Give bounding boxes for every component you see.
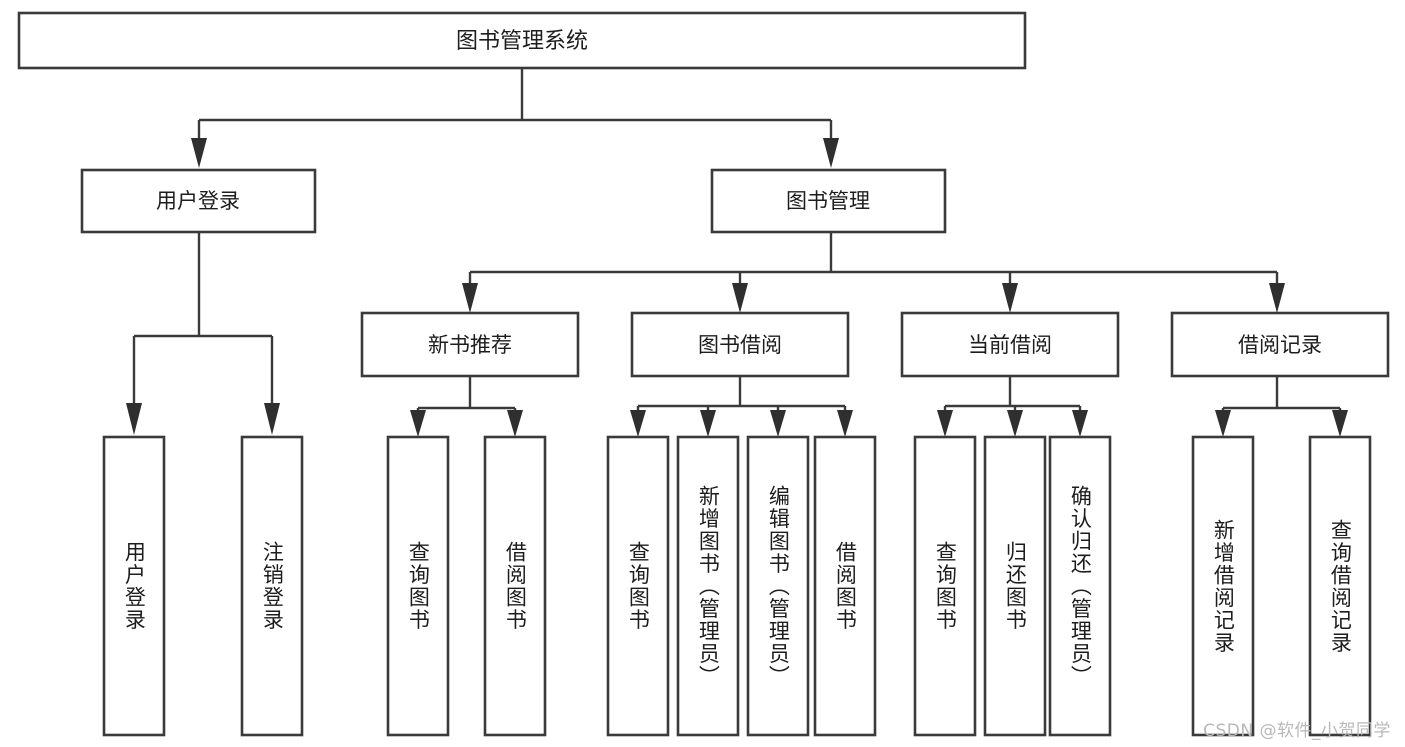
node-box-current-borrow[interactable] — [900, 311, 1120, 378]
leaf-box-book-borrow-1[interactable] — [606, 435, 670, 737]
node-box-new-book-recommend[interactable] — [360, 311, 580, 378]
arrow-head-book-borrow — [732, 283, 748, 313]
node-label-current-borrow: 当前借阅 — [968, 333, 1052, 357]
leaf-box-book-borrow-2[interactable] — [676, 435, 740, 737]
node-box-root[interactable] — [17, 11, 1027, 70]
arrow-head-ul-leaf2 — [264, 403, 280, 435]
leaf-box-user-login-1[interactable] — [102, 435, 166, 737]
arrow-head-bb-l1 — [630, 410, 646, 437]
leaf-box-current-borrow-2[interactable] — [983, 435, 1047, 737]
arrow-head-bb-l2 — [700, 410, 716, 437]
node-label-book-management: 图书管理 — [786, 189, 870, 213]
arrow-head-bb-l4 — [837, 410, 853, 437]
arrow-head-br-l2 — [1332, 410, 1348, 437]
arrow-head-nb-l1 — [410, 410, 426, 437]
arrow-head-br-l1 — [1215, 410, 1231, 437]
node-box-user-login[interactable] — [80, 168, 317, 234]
connector-group — [126, 68, 1348, 437]
node-label-new-book-recommend: 新书推荐 — [428, 333, 512, 357]
leaf-box-book-borrow-3[interactable] — [746, 435, 810, 737]
arrow-head-ul-leaf1 — [126, 403, 142, 435]
node-label-root: 图书管理系统 — [456, 29, 588, 54]
node-box-borrow-record[interactable] — [1170, 311, 1390, 378]
arrow-head-user-login — [191, 138, 207, 168]
csdn-watermark: CSDN @软件_小贺同学 — [1203, 721, 1391, 741]
leaf-box-current-borrow-1[interactable] — [913, 435, 977, 737]
node-label-borrow-record: 借阅记录 — [1238, 333, 1322, 357]
arrow-head-cb-l3 — [1072, 410, 1088, 437]
leaf-box-borrow-record-1[interactable] — [1191, 435, 1255, 737]
node-box-book-management[interactable] — [710, 168, 947, 234]
arrow-head-borrow-record — [1269, 283, 1285, 313]
node-label-user-login: 用户登录 — [156, 189, 240, 213]
leaf-box-book-borrow-4[interactable] — [813, 435, 877, 737]
arrow-head-cb-l1 — [937, 410, 953, 437]
leaf-box-user-login-2[interactable] — [240, 435, 304, 737]
leaf-box-new-book-1[interactable] — [386, 435, 450, 737]
leaf-box-current-borrow-3[interactable] — [1048, 435, 1112, 737]
arrow-head-new-book — [462, 283, 478, 313]
arrow-head-current-borrow — [1002, 283, 1018, 313]
node-label-book-borrow: 图书借阅 — [698, 333, 782, 357]
leaf-box-borrow-record-2[interactable] — [1308, 435, 1372, 737]
node-box-book-borrow[interactable] — [630, 311, 850, 378]
arrow-head-book-mgmt — [823, 138, 839, 168]
arrow-head-nb-l2 — [507, 410, 523, 437]
arrow-head-bb-l3 — [770, 410, 786, 437]
leaf-box-new-book-2[interactable] — [483, 435, 547, 737]
arrow-head-cb-l2 — [1007, 410, 1023, 437]
